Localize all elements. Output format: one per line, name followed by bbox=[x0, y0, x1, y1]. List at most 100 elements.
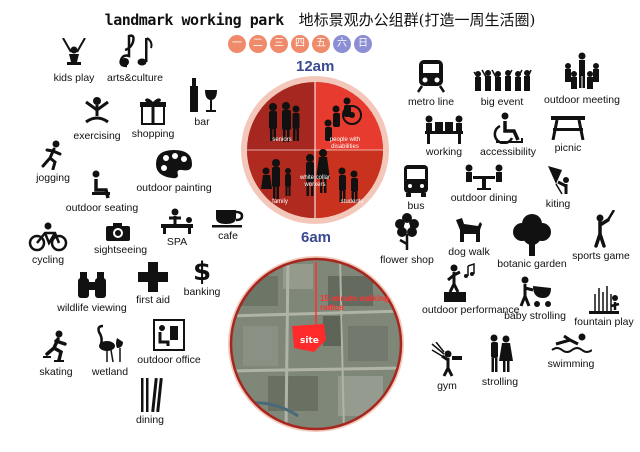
train-icon bbox=[416, 60, 446, 93]
activity-sightseeing: sightseeing bbox=[94, 222, 147, 256]
activity-dining: dining bbox=[130, 378, 170, 426]
dollar-icon: $ bbox=[193, 257, 211, 284]
cup-icon bbox=[212, 210, 244, 228]
swimmer-icon bbox=[551, 333, 592, 353]
svg-text:$: $ bbox=[193, 257, 211, 284]
activity-jogging: jogging bbox=[30, 140, 76, 184]
gift-icon bbox=[140, 98, 166, 125]
group-students: students bbox=[340, 199, 364, 205]
activity-metro-line: metro line bbox=[406, 58, 456, 108]
title-chinese: 地标景观办公组群(打造一周生活圈) bbox=[298, 11, 536, 29]
activity-outdoor-painting: outdoor painting bbox=[134, 148, 214, 194]
page-title: landmark working park 地标景观办公组群(打造一周生活圈) bbox=[0, 9, 640, 30]
cross-icon bbox=[138, 262, 168, 292]
meeting-icon bbox=[565, 52, 599, 89]
day-tue: 二 bbox=[249, 35, 267, 53]
activity-sports-game: sports game bbox=[566, 210, 636, 262]
skater-icon bbox=[43, 330, 67, 362]
site-map: 15 minute walking radius bbox=[228, 256, 404, 432]
activity-flower-shop: flower shop bbox=[378, 212, 436, 266]
activity-bar: bar bbox=[182, 78, 222, 128]
group-seniors: seniors bbox=[272, 137, 292, 143]
yoga-icon bbox=[85, 97, 109, 124]
map-graphic bbox=[228, 256, 404, 432]
activity-banking: $ banking bbox=[183, 257, 221, 298]
day-sun: 日 bbox=[354, 35, 372, 53]
activity-accessibility: accessibility bbox=[476, 112, 540, 158]
crowd-icon bbox=[473, 69, 532, 91]
runner-icon bbox=[41, 140, 62, 170]
activity-botanic-garden: botanic garden bbox=[496, 212, 568, 270]
table-icon bbox=[465, 164, 503, 190]
activity-skating: skating bbox=[32, 330, 80, 378]
activity-kids-play: kids play bbox=[50, 38, 98, 84]
bottle-icon bbox=[190, 78, 217, 112]
flamingo-icon bbox=[97, 324, 123, 363]
massage-icon bbox=[161, 208, 193, 234]
palette-icon bbox=[156, 150, 192, 179]
activity-kiting: kiting bbox=[538, 164, 578, 210]
user-groups-graphic bbox=[241, 76, 389, 224]
chair-icon bbox=[92, 170, 110, 199]
flower-icon bbox=[395, 213, 419, 250]
activity-baby-strolling: baby strolling bbox=[498, 276, 572, 322]
walking-radius-label: 15 minute walking radius bbox=[320, 294, 389, 312]
activity-shopping: shopping bbox=[128, 96, 178, 140]
day-fri: 五 bbox=[312, 35, 330, 53]
bicycle-icon bbox=[28, 222, 68, 252]
laptop-icon bbox=[153, 319, 185, 351]
chopsticks-icon bbox=[141, 378, 163, 412]
group-disabled: people with disabilities bbox=[329, 137, 361, 150]
activity-first-aid: first aid bbox=[128, 262, 178, 306]
camera-icon bbox=[106, 223, 130, 241]
dog-icon bbox=[456, 218, 482, 242]
clock-top-label: 12am bbox=[296, 58, 335, 75]
swing-icon bbox=[62, 38, 86, 65]
user-groups-circle: seniors people with disabilities white c… bbox=[240, 75, 390, 225]
music-icon bbox=[119, 34, 153, 68]
activity-cycling: cycling bbox=[24, 222, 72, 266]
group-workers: white collar workers bbox=[299, 175, 330, 188]
stroller-icon bbox=[519, 276, 551, 307]
desk-icon bbox=[425, 115, 463, 144]
fountain-icon bbox=[589, 286, 620, 314]
activity-wetland: wetland bbox=[88, 324, 132, 378]
wheelchair-icon bbox=[493, 112, 523, 144]
kite-icon bbox=[548, 166, 569, 195]
activity-picnic: picnic bbox=[544, 114, 592, 154]
activity-outdoor-meeting: outdoor meeting bbox=[542, 52, 622, 106]
activity-exercising: exercising bbox=[72, 96, 122, 142]
activity-outdoor-performance: outdoor performance bbox=[422, 262, 519, 316]
activity-dog-walk: dog walk bbox=[444, 216, 494, 258]
activity-outdoor-dining: outdoor dining bbox=[448, 164, 520, 204]
title-english: landmark working park bbox=[104, 11, 285, 29]
week-days: 一 二 三 四 五 六 日 bbox=[228, 35, 372, 53]
activity-gym: gym bbox=[426, 342, 468, 392]
activity-wildlife-viewing: wildlife viewing bbox=[52, 272, 132, 314]
activity-bus: bus bbox=[398, 164, 434, 212]
activity-strolling: strolling bbox=[478, 334, 522, 388]
day-mon: 一 bbox=[228, 35, 246, 53]
activity-arts-culture: arts&culture bbox=[106, 32, 164, 84]
picnic-table-icon bbox=[551, 116, 585, 140]
couple-icon bbox=[490, 334, 513, 372]
bus-icon bbox=[404, 165, 428, 197]
activity-cafe: cafe bbox=[208, 206, 248, 242]
activity-outdoor-seating: outdoor seating bbox=[62, 170, 142, 214]
performer-icon bbox=[444, 262, 475, 302]
day-thu: 四 bbox=[291, 35, 309, 53]
gym-icon bbox=[431, 342, 462, 377]
activity-swimming: swimming bbox=[540, 332, 602, 370]
activity-working: working bbox=[418, 114, 470, 158]
group-family: family bbox=[272, 199, 288, 205]
binoculars-icon bbox=[78, 272, 106, 298]
activity-outdoor-office: outdoor office bbox=[134, 318, 204, 366]
activity-spa: SPA bbox=[152, 208, 202, 248]
activity-fountain-play: fountain play bbox=[570, 284, 638, 328]
day-sat: 六 bbox=[333, 35, 351, 53]
baseball-icon bbox=[594, 210, 616, 248]
clock-bottom-label: 6am bbox=[301, 229, 332, 246]
site-label: site bbox=[300, 336, 319, 346]
day-wed: 三 bbox=[270, 35, 288, 53]
tree-icon bbox=[513, 214, 551, 256]
